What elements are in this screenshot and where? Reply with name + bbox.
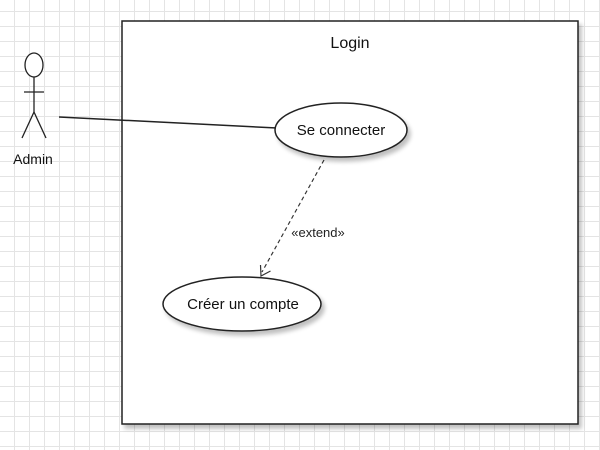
- usecase-label-se-connecter: Se connecter: [297, 122, 385, 139]
- extend-line: [261, 159, 325, 273]
- extend-relationship[interactable]: [259, 159, 325, 277]
- system-boundary[interactable]: Login: [121, 20, 579, 425]
- actor-label: Admin: [13, 151, 53, 167]
- usecase-creer-un-compte[interactable]: Créer un compte: [162, 276, 322, 332]
- usecase-label-creer-un-compte: Créer un compte: [187, 296, 299, 313]
- extend-label: «extend»: [291, 225, 345, 240]
- usecase-se-connecter[interactable]: Se connecter: [274, 102, 408, 158]
- association-line[interactable]: [58, 116, 278, 129]
- stick-figure-icon: [21, 52, 47, 139]
- open-arrowhead-icon: [259, 264, 271, 277]
- system-title: Login: [330, 35, 369, 52]
- actor-admin[interactable]: [21, 52, 47, 139]
